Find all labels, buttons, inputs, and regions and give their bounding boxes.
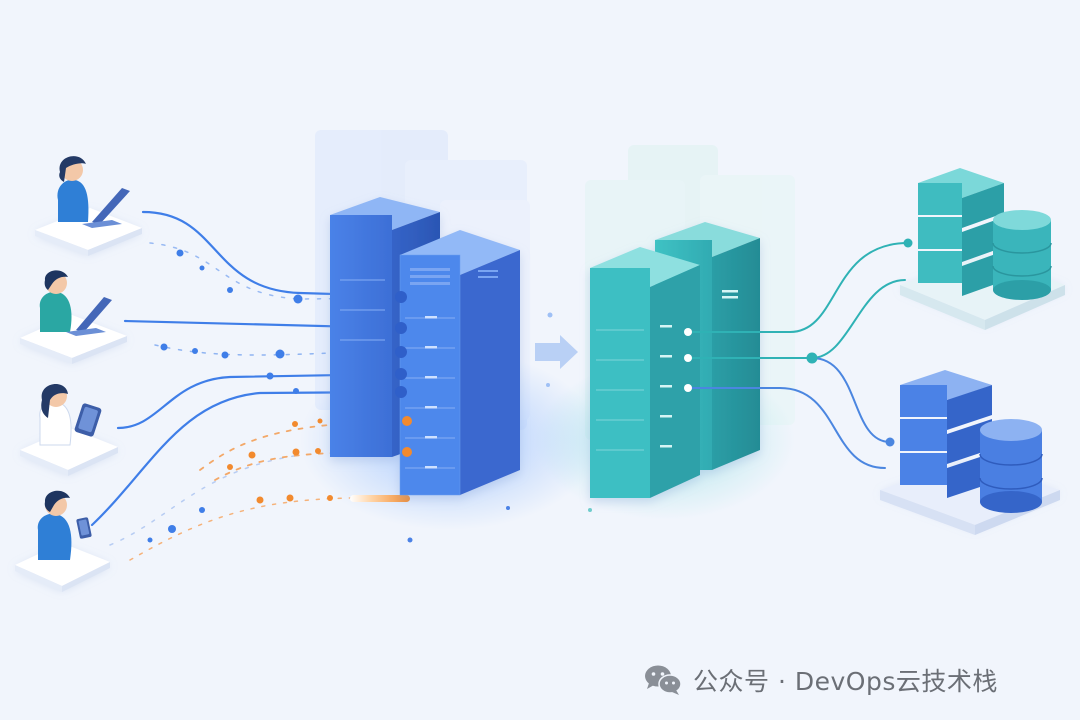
blue-db-blocks <box>900 370 992 498</box>
blue-db-cylinder <box>979 419 1043 513</box>
orange-packet-bar <box>350 495 410 502</box>
blue-rack-vents <box>410 268 498 285</box>
teal-db-cylinder <box>992 210 1052 300</box>
database-icon-blue <box>880 370 1060 535</box>
phone-user-icon <box>15 490 110 592</box>
teal-rack-slots <box>596 329 644 451</box>
teal-rack-leds <box>660 290 738 448</box>
laptop-user-icon-2 <box>20 270 127 364</box>
teal-db-blocks <box>918 168 1004 296</box>
watermark: 公众号 · DevOps云技术栈 <box>643 660 998 700</box>
ambient-dots <box>407 312 592 543</box>
laptop-user-icon <box>35 156 142 256</box>
blue-rack-leds <box>425 316 437 469</box>
server-rack-icon <box>330 197 520 496</box>
db-connection-dots <box>684 238 913 447</box>
teal-rack-front <box>590 247 700 498</box>
packet-dots-blue <box>147 249 363 543</box>
database-connections <box>687 242 909 469</box>
wechat-icon <box>645 665 682 695</box>
arrow-right-icon <box>535 335 578 369</box>
database-icon <box>900 168 1065 330</box>
inbound-arrow-heads <box>395 291 412 457</box>
watermark-text: 公众号 · DevOps云技术栈 <box>693 667 998 696</box>
tablet-user-icon <box>20 383 118 476</box>
